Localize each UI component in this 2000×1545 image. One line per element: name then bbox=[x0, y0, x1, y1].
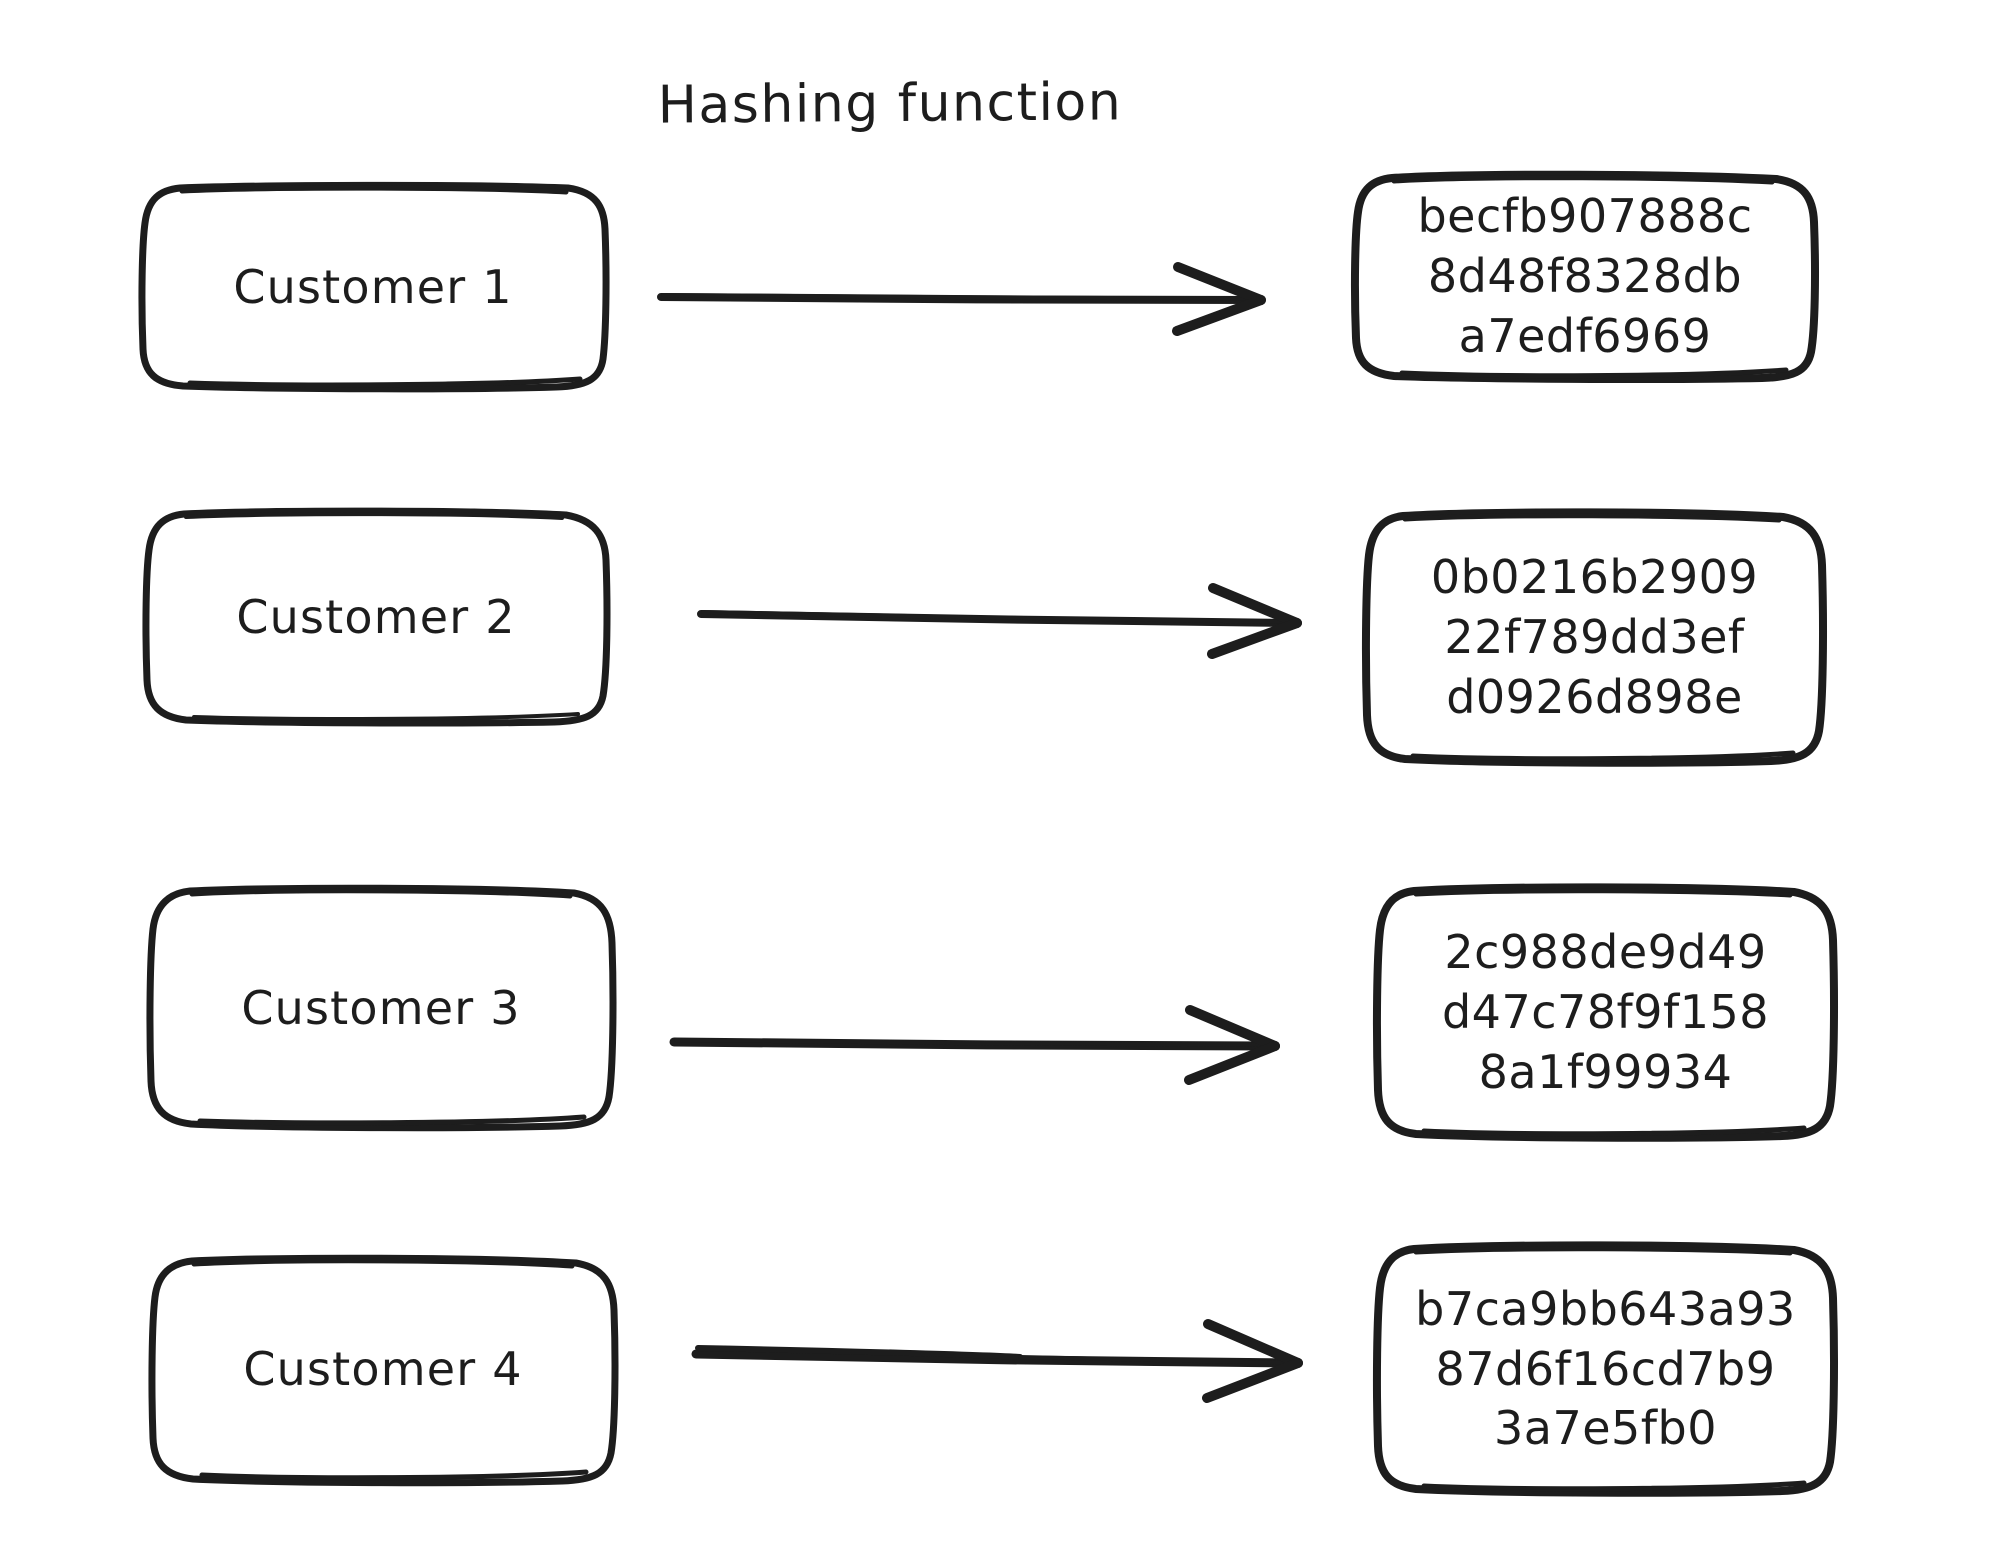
hash-line: 0b0216b2909 bbox=[1430, 550, 1759, 605]
customer-box-label: Customer 2 bbox=[236, 589, 516, 644]
customer-box-3[interactable]: Customer 3 bbox=[146, 884, 617, 1132]
hash-line: 8a1f99934 bbox=[1478, 1044, 1733, 1099]
arrow-customer-3-to-hash-3 bbox=[669, 1005, 1280, 1085]
hash-line: 87d6f16cd7b9 bbox=[1435, 1341, 1776, 1396]
hash-line: d0926d898e bbox=[1446, 669, 1743, 724]
customer-box-1[interactable]: Customer 1 bbox=[138, 181, 610, 393]
hash-line: b7ca9bb643a93 bbox=[1415, 1281, 1796, 1336]
arrow-customer-4-to-hash-4 bbox=[691, 1319, 1303, 1403]
hash-box-4[interactable]: b7ca9bb643a93 87d6f16cd7b9 3a7e5fb0 bbox=[1372, 1241, 1838, 1497]
hash-line: 2c988de9d49 bbox=[1444, 925, 1767, 980]
page-title: Hashing function bbox=[657, 72, 1123, 136]
customer-box-label: Customer 4 bbox=[243, 1342, 523, 1396]
arrow-customer-1-to-hash-1 bbox=[657, 262, 1266, 336]
customer-box-label: Customer 1 bbox=[233, 260, 513, 314]
hash-line: becfb907888c bbox=[1417, 189, 1753, 244]
hash-line: 8d48f8328db bbox=[1427, 249, 1743, 304]
hash-line: 22f789dd3ef bbox=[1444, 610, 1745, 665]
customer-box-4[interactable]: Customer 4 bbox=[148, 1254, 619, 1487]
hash-box-1[interactable]: becfb907888c 8d48f8328db a7edf6969 bbox=[1350, 170, 1819, 384]
hash-line: d47c78f9f158 bbox=[1441, 985, 1769, 1040]
hash-line: 3a7e5fb0 bbox=[1494, 1401, 1717, 1456]
hash-box-3[interactable]: 2c988de9d49 d47c78f9f158 8a1f99934 bbox=[1372, 883, 1838, 1142]
hash-box-2[interactable]: 0b0216b2909 22f789dd3ef d0926d898e bbox=[1361, 508, 1827, 767]
customer-box-label: Customer 3 bbox=[241, 980, 521, 1035]
hash-line: a7edf6969 bbox=[1458, 308, 1712, 363]
customer-box-2[interactable]: Customer 2 bbox=[142, 507, 611, 727]
arrow-customer-2-to-hash-2 bbox=[697, 583, 1302, 659]
